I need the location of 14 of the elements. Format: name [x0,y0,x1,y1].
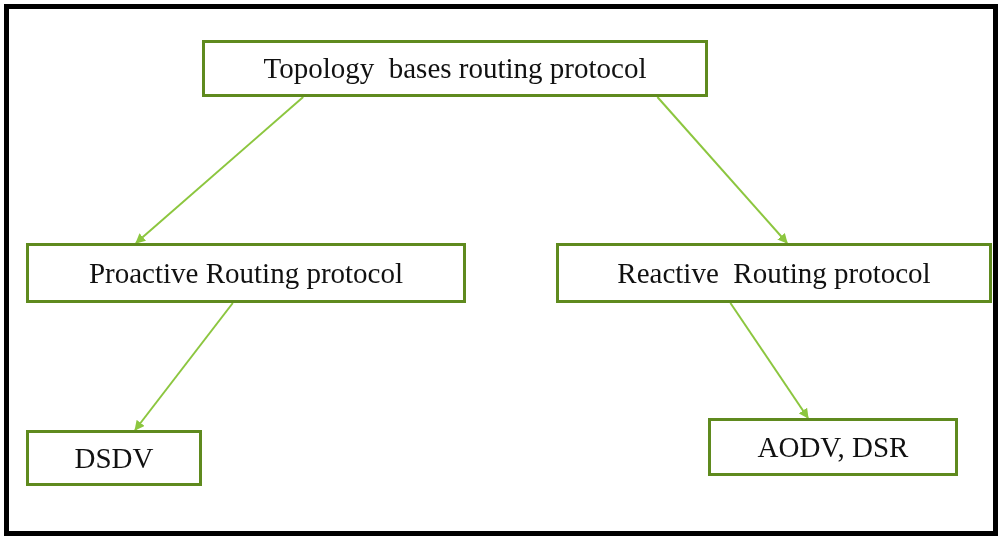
process-box [26,430,202,486]
box-label: Reactive Routing protocol [617,256,931,290]
process-box [708,418,958,476]
arrow [135,96,305,244]
process-box [556,243,992,303]
box-label: Topology bases routing protocol [263,52,647,85]
arrow [656,96,789,244]
process-box [26,243,466,303]
box-label: AODV, DSR [757,430,909,464]
arrow [134,302,234,431]
arrow [729,302,809,419]
box-label: Proactive Routing protocol [88,256,404,290]
process-box [202,40,708,97]
box-label: DSDV [74,441,154,475]
